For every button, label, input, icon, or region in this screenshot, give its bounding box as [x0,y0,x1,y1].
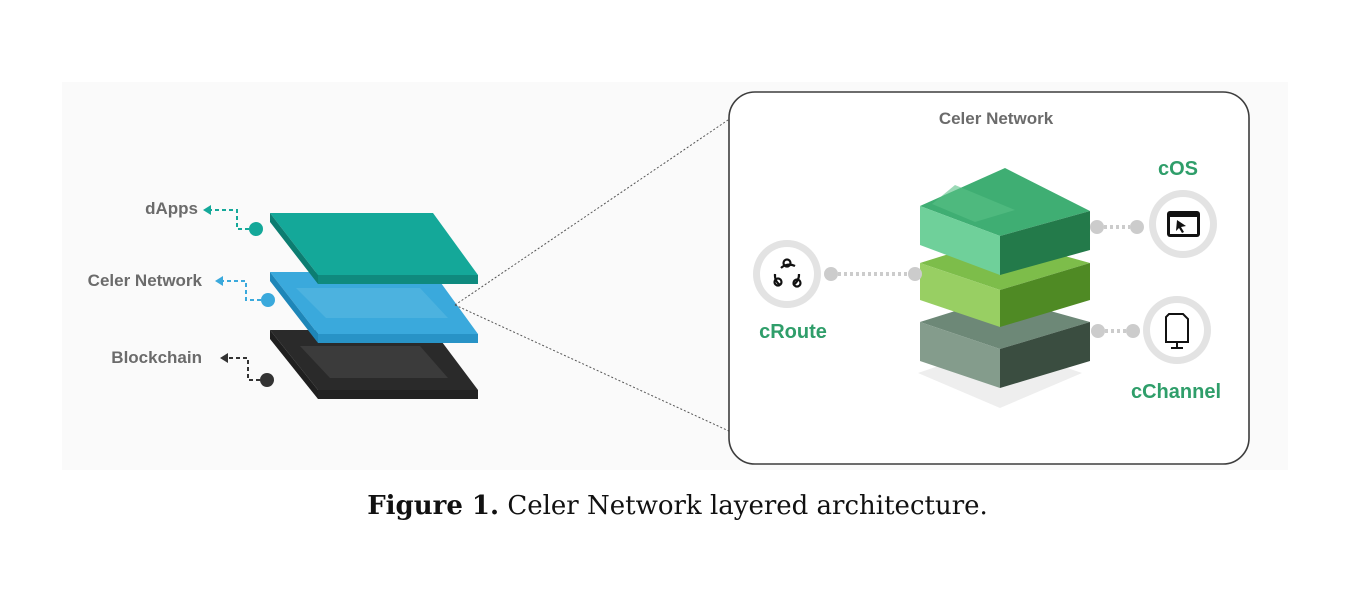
detail-box-title: Celer Network [939,109,1054,128]
blockchain-connector [220,353,274,387]
figure-caption: Figure 1. Celer Network layered architec… [0,491,1355,521]
cchannel-connector [1091,324,1140,338]
dapps-layer [270,213,478,284]
celer-network-label: Celer Network [88,271,203,290]
celer-connector [215,276,275,307]
cchannel-node [1143,296,1211,364]
cos-layer [920,168,1090,275]
document-icon [1165,313,1189,349]
dapps-connector [203,205,263,236]
share-nodes-icon [773,258,802,288]
croute-node [753,240,821,308]
blockchain-layer [270,330,478,399]
croute-connector [824,267,922,281]
cos-connector [1090,220,1144,234]
zoom-lines [454,117,732,433]
browser-window-icon [1167,211,1200,237]
cos-label: cOS [1158,158,1198,180]
cchannel-label: cChannel [1131,381,1221,403]
croute-label: cRoute [759,321,827,343]
blockchain-label: Blockchain [111,348,202,367]
caption-label: Figure 1. [367,491,500,521]
caption-text: Celer Network layered architecture. [507,491,988,521]
dapps-label: dApps [145,199,198,218]
cos-node [1149,190,1217,258]
celer-network-layer [270,272,478,343]
